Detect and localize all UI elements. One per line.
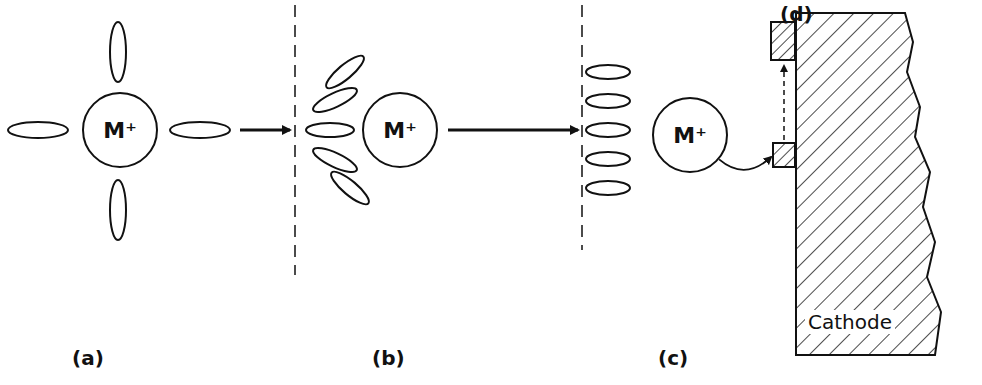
panel-label: (d) [780, 2, 813, 26]
metal-ion: M⁺ [82, 92, 158, 168]
surface-diffusion-arrow [783, 66, 785, 140]
stage-arrow [448, 129, 578, 132]
water-dipoles [8, 22, 230, 240]
ion-symbol: M⁺ [383, 118, 417, 143]
ion-symbol: M⁺ [103, 118, 137, 143]
cathode-outline [795, 12, 945, 357]
metal-ion: M⁺ [652, 97, 728, 173]
water-dipoles [586, 65, 630, 195]
ion-symbol: M⁺ [673, 123, 707, 148]
metal-ion: M⁺ [362, 92, 438, 168]
dashed-boundary [581, 5, 583, 250]
growth-site [771, 22, 795, 60]
panel-label: (a) [72, 346, 104, 370]
stage-arrow [240, 129, 290, 132]
dashed-boundary [294, 5, 296, 275]
panel-label: (b) [372, 346, 405, 370]
panel-label: (c) [658, 346, 688, 370]
cathode-block: Cathode [795, 12, 945, 357]
ion-path-arrow [719, 157, 771, 170]
cathode-label: Cathode [805, 310, 895, 334]
adatom [773, 143, 795, 167]
